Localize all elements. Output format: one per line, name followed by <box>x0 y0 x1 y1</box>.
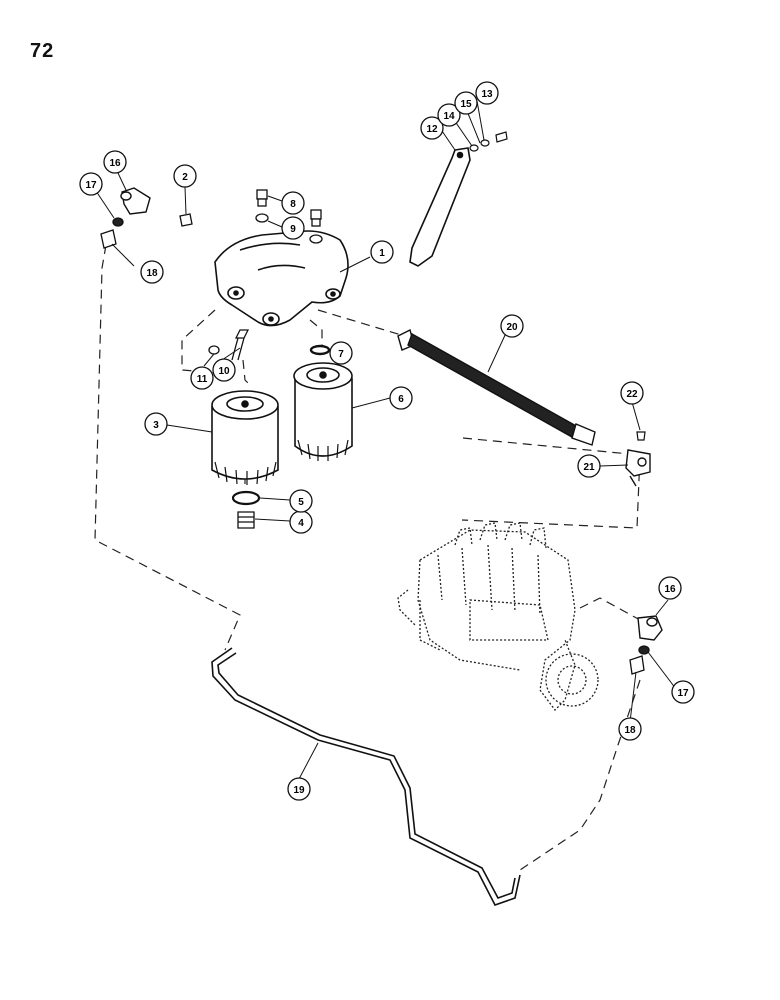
sleeve-18-left <box>100 229 117 249</box>
screws-8 <box>256 189 322 227</box>
svg-text:15: 15 <box>460 99 472 110</box>
svg-text:18: 18 <box>624 725 636 736</box>
svg-text:3: 3 <box>153 420 159 431</box>
svg-text:7: 7 <box>338 349 344 360</box>
page-number: 72 <box>30 40 55 62</box>
callout-16-right: 16 <box>658 576 682 600</box>
svg-text:19: 19 <box>293 785 305 796</box>
callout-19: 19 <box>287 777 311 801</box>
callout-18-left: 18 <box>140 260 164 284</box>
svg-text:17: 17 <box>85 180 97 191</box>
callout-9: 9 <box>281 216 305 240</box>
fuel-hose-20 <box>397 328 596 446</box>
callout-17-left: 17 <box>79 172 103 196</box>
plug-2 <box>179 213 193 227</box>
drain-plug-4 <box>237 511 255 529</box>
leader-lines <box>91 100 677 780</box>
sleeve-18-right <box>629 655 645 675</box>
callout-5: 5 <box>289 489 313 513</box>
svg-text:13: 13 <box>481 89 493 100</box>
callout-15: 15 <box>454 91 478 115</box>
svg-text:17: 17 <box>677 688 689 699</box>
callout-17-right: 17 <box>671 680 695 704</box>
seal-ring-5 <box>231 490 261 506</box>
svg-text:8: 8 <box>290 199 296 210</box>
callout-2: 2 <box>173 164 197 188</box>
callout-11: 11 <box>190 366 214 390</box>
svg-text:16: 16 <box>109 158 121 169</box>
nut-17-right <box>638 645 650 655</box>
callout-14: 14 <box>437 103 461 127</box>
filter-head-part <box>214 230 349 327</box>
svg-text:12: 12 <box>426 124 438 135</box>
fuel-filter-6 <box>293 362 353 461</box>
callout-20: 20 <box>500 314 524 338</box>
svg-text:9: 9 <box>290 224 296 235</box>
callout-22: 22 <box>620 381 644 405</box>
callout-13: 13 <box>475 81 499 105</box>
callout-6: 6 <box>389 386 413 410</box>
svg-text:11: 11 <box>197 374 208 385</box>
bracket-hardware-13-15 <box>469 131 508 152</box>
callout-8: 8 <box>281 191 305 215</box>
injection-pump-phantom <box>397 522 599 711</box>
fuel-filter-3 <box>211 390 279 485</box>
elbow-fitting-21 <box>625 449 651 487</box>
washers-9 <box>255 213 323 244</box>
svg-text:22: 22 <box>626 389 638 400</box>
callout-1: 1 <box>370 240 394 264</box>
svg-text:21: 21 <box>583 462 595 473</box>
svg-text:10: 10 <box>218 366 230 377</box>
plug-22 <box>636 431 646 441</box>
nut-17-left <box>112 217 124 227</box>
elbow-16-left <box>120 187 151 215</box>
svg-text:4: 4 <box>298 518 304 529</box>
svg-text:18: 18 <box>146 268 158 279</box>
callout-10: 10 <box>212 358 236 382</box>
callout-12: 12 <box>420 116 444 140</box>
washer-11 <box>208 345 220 355</box>
svg-text:6: 6 <box>398 394 404 405</box>
svg-text:14: 14 <box>443 111 455 122</box>
svg-text:20: 20 <box>506 322 518 333</box>
elbow-16-right <box>637 615 663 641</box>
callout-21: 21 <box>577 454 601 478</box>
callout-18-right: 18 <box>618 717 642 741</box>
bracket-12 <box>409 147 471 267</box>
callout-7: 7 <box>329 341 353 365</box>
callout-4: 4 <box>289 510 313 534</box>
svg-text:1: 1 <box>379 248 385 259</box>
dashed-routing-lines <box>94 244 641 871</box>
callout-3: 3 <box>144 412 168 436</box>
svg-text:2: 2 <box>182 172 188 183</box>
callout-16-left: 16 <box>103 150 127 174</box>
bolt-10 <box>231 329 250 361</box>
fuel-tube-19 <box>211 647 521 906</box>
svg-text:16: 16 <box>664 584 676 595</box>
o-ring-7 <box>309 344 331 356</box>
svg-text:5: 5 <box>298 497 304 508</box>
